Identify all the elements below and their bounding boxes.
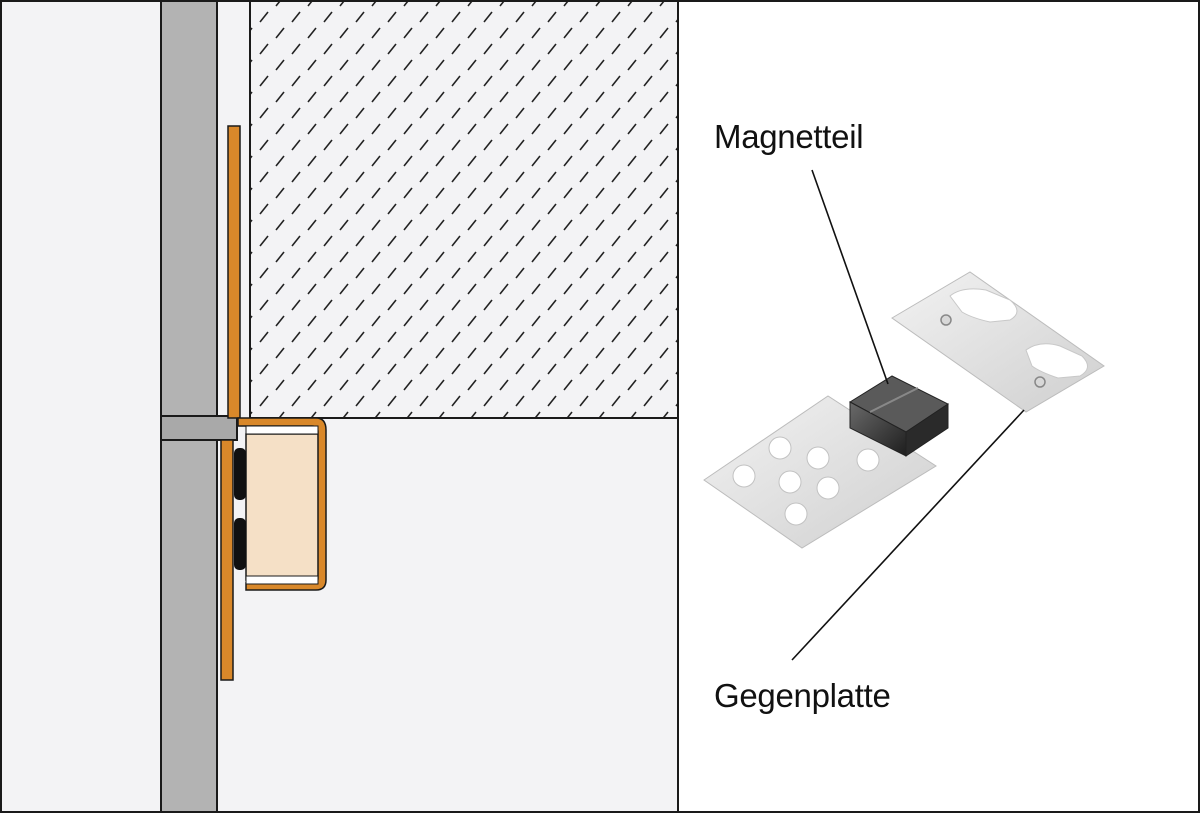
bracket-lower-leg — [220, 439, 234, 681]
counter-plate — [891, 271, 1105, 413]
bracket-upper-leg — [227, 125, 241, 419]
leader-magnet — [811, 169, 889, 385]
magnet-1 — [234, 448, 246, 500]
magnet-housing — [245, 433, 325, 581]
magnet-block — [848, 375, 949, 457]
leader-counter — [791, 409, 1025, 661]
magnet-part-label: Magnetteil — [714, 118, 864, 155]
hatched-panel — [249, 0, 679, 419]
profile-gap-top — [245, 425, 319, 435]
wall-joint — [160, 415, 238, 441]
counter-plate-label: Gegenplatte — [714, 677, 891, 714]
profile-gap-bottom — [245, 575, 319, 585]
magnet-2 — [234, 518, 246, 570]
wall-upright — [160, 0, 218, 813]
